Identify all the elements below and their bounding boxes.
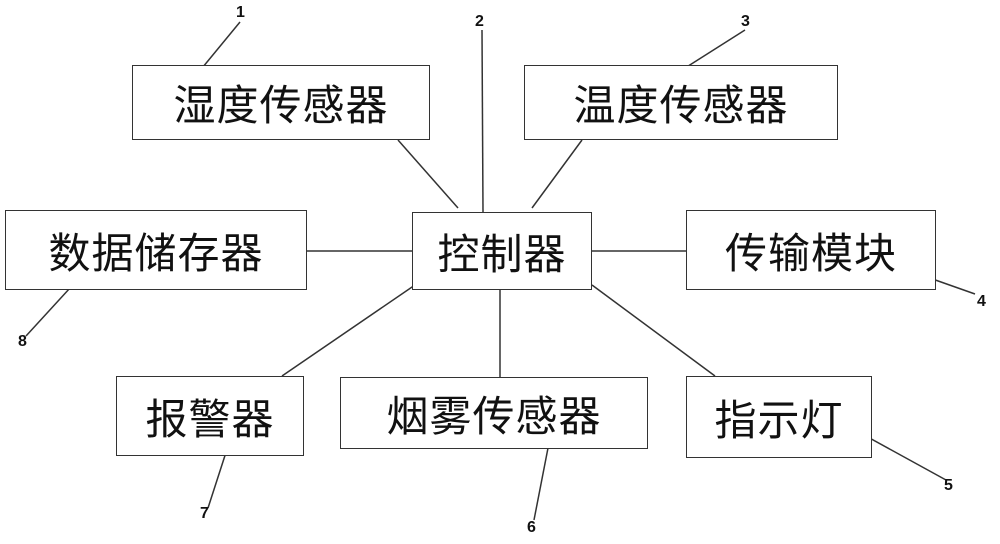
temperature-sensor-box: 温度传感器	[524, 65, 838, 140]
ref-number-8: 8	[18, 333, 27, 350]
controller-box: 控制器	[412, 212, 592, 290]
transmission-module-box: 传输模块	[686, 210, 936, 290]
ref-number-4: 4	[977, 293, 986, 310]
data-storage-box: 数据储存器	[5, 210, 307, 290]
leader-1	[197, 21, 241, 74]
alarm-box: 报警器	[116, 376, 304, 456]
smoke-sensor-box: 烟雾传感器	[340, 377, 648, 449]
indicator-light-box: 指示灯	[686, 376, 872, 458]
leader-2	[481, 29, 484, 213]
ref-number-2: 2	[475, 13, 484, 30]
ref-number-6: 6	[527, 519, 536, 536]
link-controller-indicator	[591, 284, 716, 377]
ref-number-3: 3	[741, 13, 750, 30]
link-temperature-controller	[531, 139, 583, 209]
link-humidity-controller	[397, 139, 459, 209]
humidity-sensor-box: 湿度传感器	[132, 65, 430, 140]
link-controller-alarm	[281, 284, 416, 377]
ref-number-5: 5	[944, 477, 953, 494]
leader-6	[533, 447, 549, 521]
ref-number-1: 1	[236, 4, 245, 21]
ref-number-7: 7	[200, 505, 209, 522]
